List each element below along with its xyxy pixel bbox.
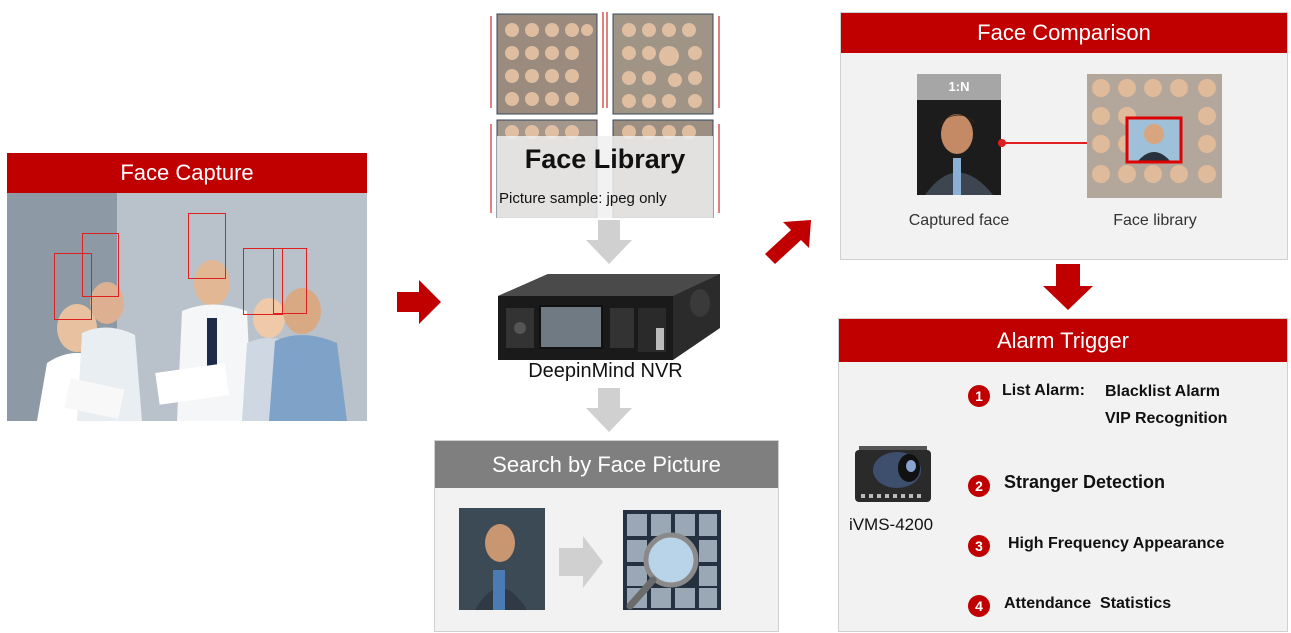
search-title: Search by Face Picture xyxy=(435,441,778,488)
face-detection-box xyxy=(243,248,283,315)
face-detection-box xyxy=(54,253,92,320)
alarm-item-vip: VIP Recognition xyxy=(1105,410,1228,427)
arrow-down-icon xyxy=(586,388,632,432)
face-library-overlay xyxy=(497,136,713,218)
face-capture-photo xyxy=(7,193,367,421)
search-illustration xyxy=(459,508,721,610)
arrow-right-icon xyxy=(397,280,441,324)
face-detection-box xyxy=(188,213,226,279)
nvr-device xyxy=(488,268,723,368)
captured-face-label: Captured face xyxy=(908,212,1010,229)
face-detection-box xyxy=(273,248,307,314)
search-by-face-panel: Search by Face Picture xyxy=(434,440,779,632)
alarm-trigger-panel: Alarm Trigger iVMS-4200 1 List Alarm: Bl… xyxy=(838,318,1288,632)
captured-face-image: 1:N xyxy=(917,74,1001,195)
alarm-item-high-frequency: High Frequency Appearance xyxy=(1008,535,1225,552)
arrow-up-right-icon xyxy=(765,220,811,264)
face-detection-box xyxy=(82,233,119,297)
camera-icon xyxy=(855,446,931,502)
alarm-number-badge: 3 xyxy=(968,535,990,557)
face-library-panel: Face Library Picture sample: jpeg only xyxy=(487,8,724,218)
face-library-label: Face library xyxy=(1113,212,1197,229)
alarm-number-badge: 4 xyxy=(968,595,990,617)
face-library-subtitle: Picture sample: jpeg only xyxy=(499,190,667,207)
man-portrait xyxy=(917,100,1001,195)
face-comparison-panel: Face Comparison 1:N Captured face xyxy=(840,12,1288,260)
alarm-item-stranger: Stranger Detection xyxy=(1004,472,1166,492)
nvr-device-icon xyxy=(498,274,720,360)
office-people-illustration xyxy=(7,193,367,421)
alarm-item-list-alarm: List Alarm: xyxy=(1002,382,1085,399)
arrow-down-icon xyxy=(1043,264,1093,310)
alarm-number-badge: 2 xyxy=(968,475,990,497)
alarm-trigger-title: Alarm Trigger xyxy=(839,319,1287,362)
software-label: iVMS-4200 xyxy=(848,515,934,534)
arrow-down-icon xyxy=(586,220,632,264)
face-capture-title: Face Capture xyxy=(7,153,367,193)
face-capture-panel: Face Capture xyxy=(7,153,367,421)
face-comparison-title: Face Comparison xyxy=(841,13,1287,53)
face-library-grid xyxy=(1087,74,1222,198)
alarm-item-blacklist: Blacklist Alarm xyxy=(1105,383,1221,400)
face-library-grid-icon xyxy=(1087,74,1222,198)
face-library-title: Face Library xyxy=(524,144,686,174)
alarm-number-badge: 1 xyxy=(968,385,990,407)
alarm-item-attendance: Attendance Statistics xyxy=(1004,595,1172,612)
nvr-label: DeepinMind NVR xyxy=(528,360,683,382)
one-to-n-badge: 1:N xyxy=(917,74,1001,100)
